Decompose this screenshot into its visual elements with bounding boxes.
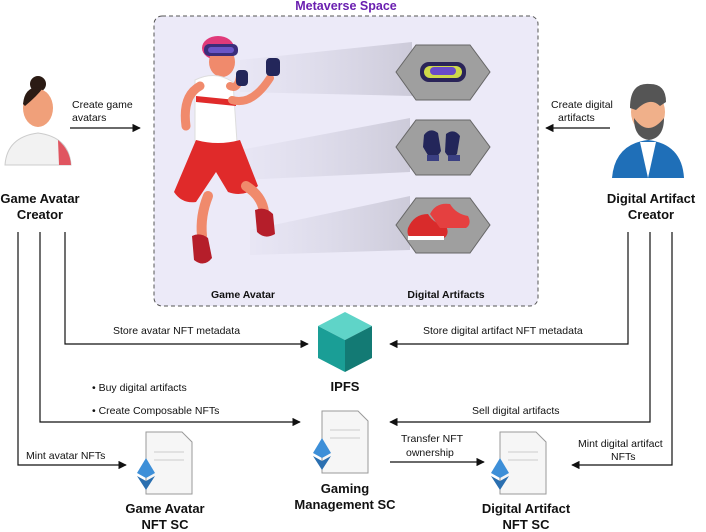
avatar-sc-line2: NFT SC [142,517,190,532]
left-actor-line2: Creator [17,207,63,222]
eth-icon [491,458,509,490]
metaverse-title: Metaverse Space [295,0,397,13]
svg-text:Mint avatar NFTs: Mint avatar NFTs [26,450,105,462]
game-avatar-figure [174,36,280,264]
vr-headset-artifact [395,44,491,101]
svg-text:• Buy digital artifacts: • Buy digital artifacts [92,382,187,394]
right-actor-line1: Digital Artifact [607,191,696,206]
svg-text:Mint digital artifact: Mint digital artifact [578,438,663,450]
svg-text:NFTs: NFTs [611,451,636,463]
gaming-sc-line1: Gaming [321,481,369,496]
avatar-sc-line1: Game Avatar [125,501,204,516]
gloves-artifact [395,119,491,176]
ipfs-node: IPFS [318,312,372,394]
svg-text:artifacts: artifacts [558,112,595,124]
edge-buy-composable: • Buy digital artifacts • Create Composa… [39,232,301,427]
svg-text:ownership: ownership [406,447,454,459]
svg-text:avatars: avatars [72,112,106,124]
artifact-sc-line2: NFT SC [503,517,551,532]
eth-icon [313,438,331,470]
game-avatar-nft-sc: Game Avatar NFT SC [125,431,205,532]
game-avatar-creator: Game Avatar Creator [0,76,80,222]
shoes-artifact [395,197,491,254]
eth-icon [137,458,155,490]
svg-text:Sell digital artifacts: Sell digital artifacts [472,405,560,417]
edge-mint-avatar: Mint avatar NFTs [17,232,127,470]
digital-artifacts-label: Digital Artifacts [407,289,484,301]
gaming-management-sc: Gaming Management SC [294,410,396,512]
metaverse-space: Metaverse Space [153,0,539,307]
svg-text:Store digital artifact NFT met: Store digital artifact NFT metadata [423,325,583,337]
edge-store-artifact: Store digital artifact NFT metadata [389,232,629,349]
edge-sell-artifacts: Sell digital artifacts [389,232,651,427]
edge-store-avatar: Store avatar NFT metadata [64,232,309,349]
beam-3 [250,196,410,255]
game-avatar-label: Game Avatar [211,289,275,301]
svg-text:• Create Composable NFTs: • Create Composable NFTs [92,405,219,417]
artifact-sc-line1: Digital Artifact [482,501,571,516]
svg-text:Transfer NFT: Transfer NFT [401,433,464,445]
ipfs-label: IPFS [331,379,360,394]
svg-text:Create game: Create game [72,99,133,111]
beam-1 [240,42,412,96]
gaming-sc-line2: Management SC [294,497,396,512]
digital-artifact-creator: Digital Artifact Creator [607,83,696,222]
edge-create-avatars: Create game avatars [70,99,141,133]
right-actor-line2: Creator [628,207,674,222]
edge-transfer-ownership: Transfer NFT ownership [390,433,485,467]
edge-create-artifacts: Create digital artifacts [545,99,613,133]
digital-artifact-nft-sc: Digital Artifact NFT SC [482,431,571,532]
beam-2 [240,118,410,180]
svg-text:Store avatar NFT metadata: Store avatar NFT metadata [113,325,240,337]
left-actor-line1: Game Avatar [0,191,79,206]
svg-text:Create digital: Create digital [551,99,613,111]
edge-mint-artifact: Mint digital artifact NFTs [571,232,673,470]
